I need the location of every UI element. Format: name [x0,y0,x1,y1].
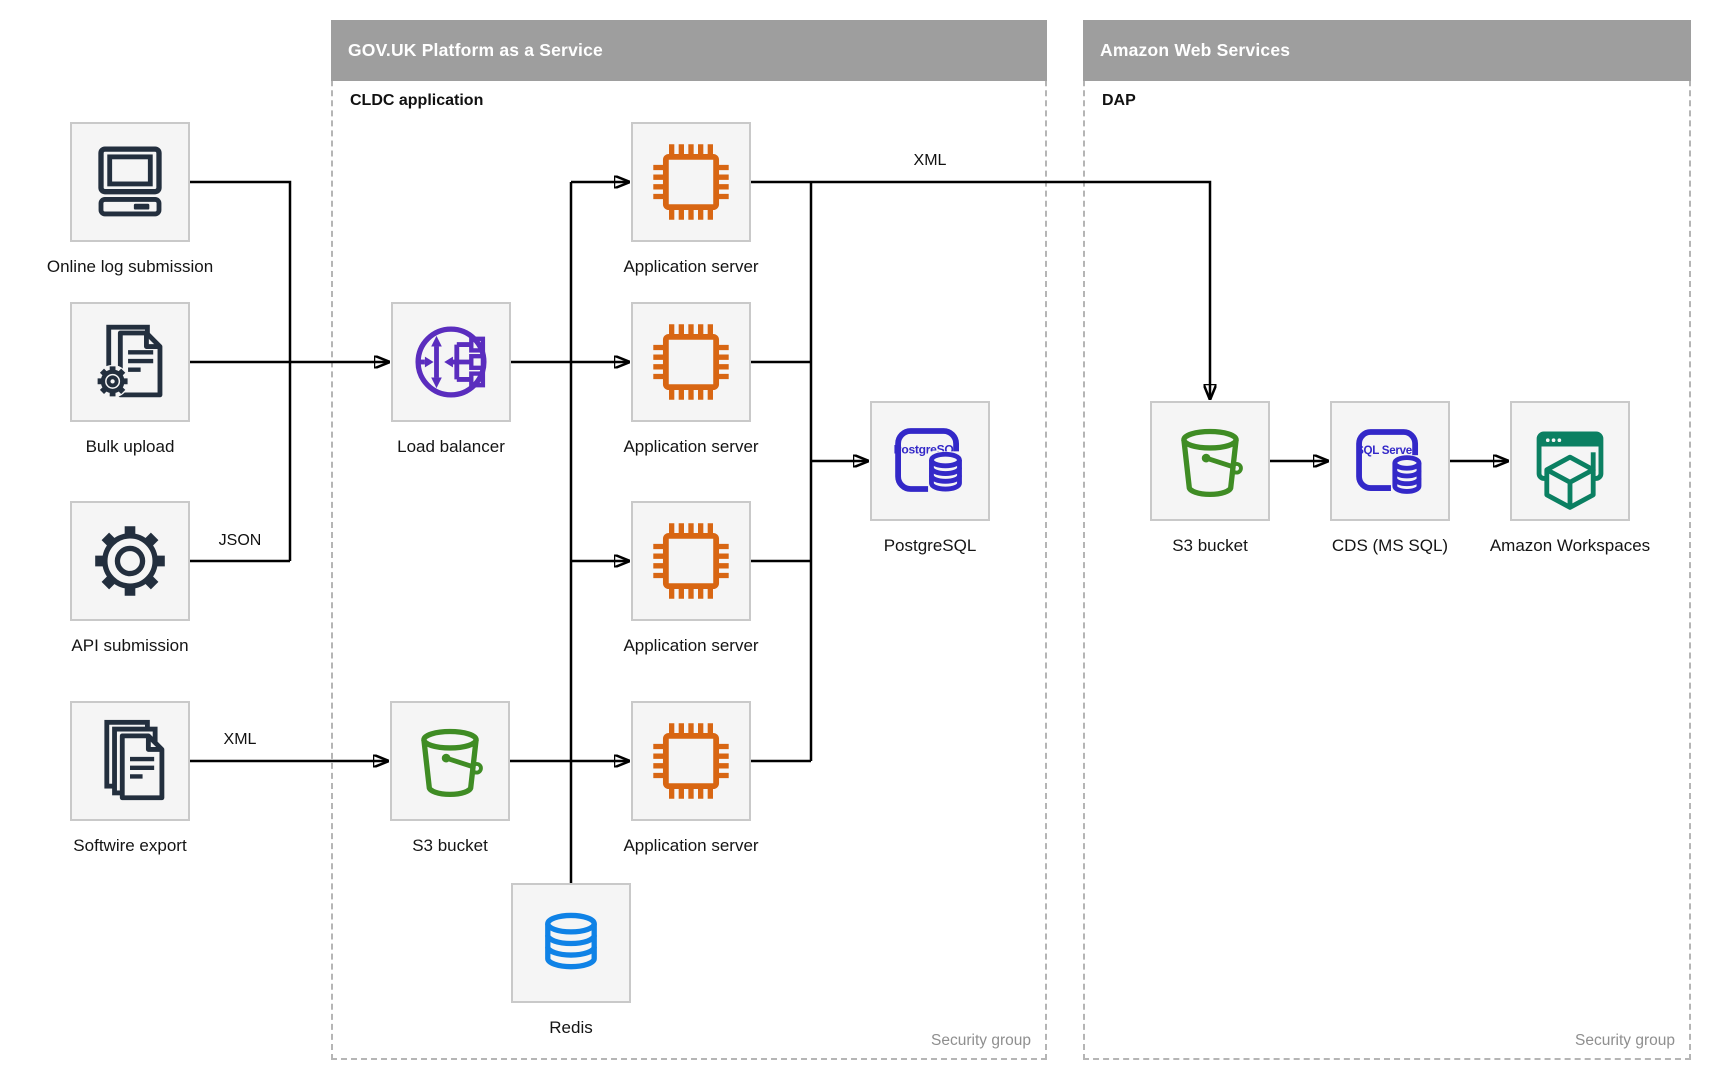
node-load-balancer: Load balancer [391,302,511,456]
computer-icon [98,146,162,217]
chip-icon [653,723,729,799]
redis-cache-icon [545,912,597,970]
security-group-label: Security group [931,1032,1031,1049]
node-label: Redis [549,1018,593,1037]
node-label: Application server [623,437,759,456]
node-s3-bucket-aws: S3 bucket [1150,401,1270,555]
postgresql-database-icon: PostgreSQL [894,428,965,495]
container-aws: Amazon Web Services DAP Security group [1083,20,1691,1060]
node-label: Application server [623,636,759,655]
load-balancer-icon [415,326,487,398]
node-label: Application server [623,836,759,855]
node-redis: Redis [511,883,631,1037]
node-application-server-3: Application server [623,501,759,655]
node-amazon-workspaces: Amazon Workspaces [1490,401,1650,555]
container-govuk-paas: GOV.UK Platform as a Service CLDC applic… [331,20,1047,1060]
node-label: Bulk upload [85,437,175,456]
node-label: S3 bucket [412,836,488,855]
node-label: Online log submission [46,257,214,276]
edge-label-json: JSON [218,532,262,549]
container-sublabel: DAP [1102,92,1136,109]
node-label: CDS (MS SQL) [1331,536,1449,555]
chip-icon [653,523,729,599]
document-gear-icon [96,324,163,398]
node-cds-ms-sql: SQL Server CDS (MS SQL) [1330,401,1450,555]
container-header-bar: GOV.UK Platform as a Service [331,20,1047,81]
security-group-label: Security group [1575,1032,1675,1049]
container-header-bar: Amazon Web Services [1083,20,1691,81]
edge-label-xml-export: XML [223,731,257,748]
sql-server-icon-text: SQL Server [1356,444,1417,457]
node-s3-bucket-paas: S3 bucket [390,701,510,855]
chip-icon [653,144,729,220]
node-postgresql: PostgreSQL PostgreSQL [870,401,990,555]
node-label: Load balancer [397,437,505,456]
edge-onlinelog-merge [190,180,292,561]
documents-stack-icon [104,719,165,801]
node-label: API submission [71,636,189,655]
s3-bucket-icon [421,728,483,798]
node-api-submission: API submission [70,501,190,655]
workspaces-browser-cube-icon [1536,431,1604,510]
edge-label-xml-feed: XML [913,152,947,169]
node-bulk-upload: Bulk upload [70,302,190,456]
node-label: Amazon Workspaces [1489,536,1651,555]
node-online-log-submission: Online log submission [47,122,213,276]
sql-server-database-icon: SQL Server [1356,429,1426,496]
s3-bucket-icon [1181,428,1243,498]
container-title: Amazon Web Services [1100,40,1291,60]
node-label: Softwire export [73,836,187,855]
gear-icon [95,526,165,596]
chip-icon [653,324,729,400]
node-label: PostgreSQL [883,536,977,555]
container-title: GOV.UK Platform as a Service [348,40,603,60]
container-sublabel: CLDC application [350,92,484,109]
node-application-server-4: Application server [623,701,759,855]
node-softwire-export: Softwire export [70,701,190,855]
node-application-server-2: Application server [623,302,759,456]
node-label: Application server [623,257,759,276]
node-label: S3 bucket [1172,536,1248,555]
node-application-server-1: Application server [623,122,759,276]
